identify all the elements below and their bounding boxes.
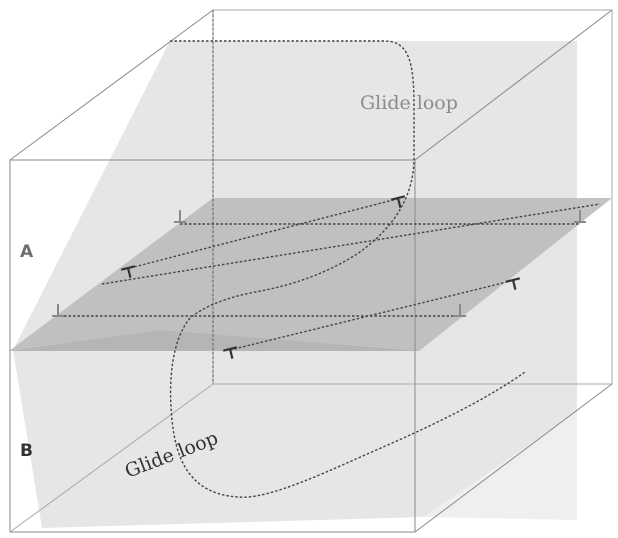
dislocation-line: [101, 203, 601, 285]
region-a-label: A: [20, 242, 34, 262]
glide-loop-curves: [169, 40, 526, 498]
dislocation-line: [129, 198, 398, 269]
upper-glide-loop: [170, 40, 415, 319]
dislocation-line: [229, 279, 516, 351]
dislocation-symbol: [120, 265, 136, 278]
dislocation-lines: [55, 198, 601, 351]
dislocation-symbol: [222, 346, 238, 359]
region-b-label: B: [20, 441, 33, 461]
cube-wireframe: [9, 9, 613, 533]
lower-glide-loop: [169, 317, 526, 498]
dislocation-symbol: [454, 304, 466, 317]
dislocation-symbol: [505, 277, 521, 290]
horizontal-glide-plane: [9, 198, 612, 351]
dislocation-symbols-faint: [52, 210, 586, 317]
dislocation-symbol: [52, 304, 64, 317]
dislocation-symbol: [174, 210, 186, 223]
upper-glide-loop-label: Glide loop: [360, 92, 458, 114]
dislocation-symbol: [574, 210, 586, 223]
dislocation-symbols: [120, 195, 521, 359]
dislocation-symbol: [390, 195, 406, 208]
